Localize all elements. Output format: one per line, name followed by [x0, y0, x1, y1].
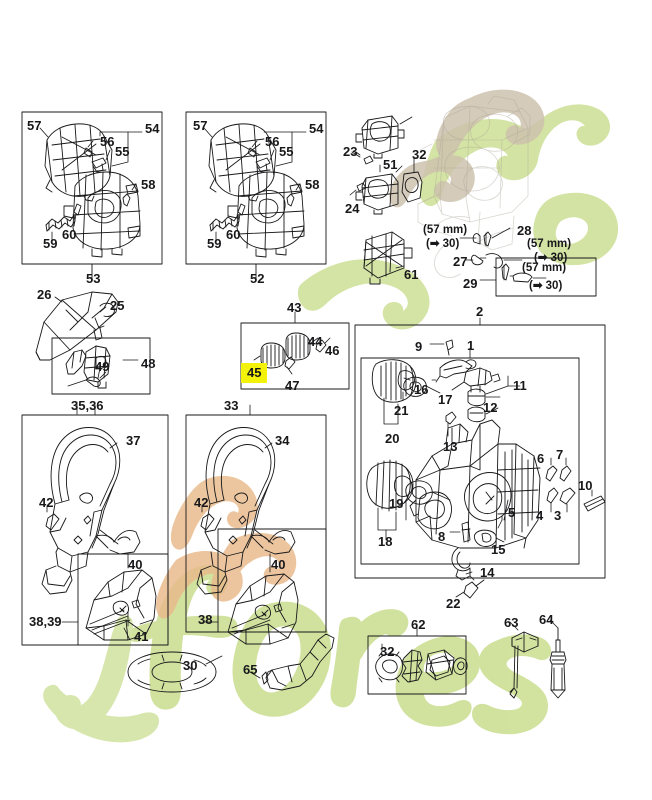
callout-20: 20 — [385, 431, 400, 446]
callout-47: 47 — [285, 378, 300, 393]
callout-1: 1 — [467, 338, 475, 353]
callout-29: 29 — [463, 276, 478, 291]
callout-59: 59 — [207, 236, 222, 251]
callout-26: 26 — [37, 287, 52, 302]
callout-61: 61 — [404, 267, 419, 282]
callout-27: 27 — [453, 254, 468, 269]
callout-48: 48 — [141, 356, 156, 371]
callout-60: 60 — [62, 227, 77, 242]
callout-60: 60 — [226, 227, 241, 242]
callout-55: 55 — [115, 144, 130, 159]
callout-19: 19 — [389, 496, 404, 511]
callout-59: 59 — [43, 236, 58, 251]
callout-21: 21 — [394, 403, 409, 418]
callout-49: 49 — [95, 359, 110, 374]
callout-58: 58 — [141, 177, 156, 192]
callout-15: 15 — [491, 542, 506, 557]
callout-56: 56 — [265, 134, 280, 149]
callout-9: 9 — [415, 339, 423, 354]
callout-40: 40 — [128, 557, 143, 572]
callout-30: (➡ 30) — [529, 280, 563, 292]
callout-33: 33 — [224, 398, 239, 413]
callout-52: 52 — [250, 271, 265, 286]
callout-55: 55 — [279, 144, 294, 159]
callout-10: 10 — [578, 478, 593, 493]
callout-45: 45 — [241, 363, 268, 383]
callout-63: 63 — [504, 615, 519, 630]
callout-43: 43 — [287, 300, 302, 315]
callout-40: 40 — [271, 557, 286, 572]
callout-65: 65 — [243, 662, 258, 677]
callout-62: 62 — [411, 617, 426, 632]
callout-46: 46 — [325, 343, 340, 358]
callout-2: 2 — [476, 304, 484, 319]
callout-37: 37 — [126, 433, 141, 448]
callout-32: 32 — [412, 147, 427, 162]
callout-3: 3 — [554, 508, 562, 523]
callout-38: 38 — [198, 612, 213, 627]
callout-41: 41 — [134, 629, 149, 644]
callout-14: 14 — [480, 565, 495, 580]
callout-23: 23 — [343, 144, 358, 159]
callout-56: 56 — [100, 134, 115, 149]
callout-7: 7 — [556, 447, 564, 462]
callout-16: 16 — [414, 382, 429, 397]
callout-54: 54 — [309, 121, 324, 136]
callout-42: 42 — [39, 495, 54, 510]
callout-57: 57 — [193, 118, 208, 133]
callout-22: 22 — [446, 596, 461, 611]
callout-54: 54 — [145, 121, 160, 136]
callout-57-mm: (57 mm) — [522, 262, 567, 274]
callout-13: 13 — [443, 439, 458, 454]
callout-5: 5 — [508, 505, 516, 520]
callout-17: 17 — [438, 392, 453, 407]
callout-35-36: 35,36 — [71, 398, 104, 413]
callout-12: 12 — [483, 400, 498, 415]
callout-11: 11 — [513, 378, 527, 393]
callout-32: 32 — [380, 644, 395, 659]
callout-24: 24 — [345, 201, 360, 216]
callout-25: 25 — [110, 298, 125, 313]
callout-58: 58 — [305, 177, 320, 192]
callout-42: 42 — [194, 495, 209, 510]
callout-57: 57 — [27, 118, 42, 133]
callout-8: 8 — [438, 529, 446, 544]
callout-28: 28 — [517, 223, 532, 238]
callout-53: 53 — [86, 271, 101, 286]
callout-4: 4 — [536, 508, 544, 523]
callout-57-mm: (57 mm) — [527, 238, 572, 250]
callout-51: 51 — [383, 157, 398, 172]
callout-34: 34 — [275, 433, 290, 448]
callout-64: 64 — [539, 612, 554, 627]
callout-57-mm: (57 mm) — [423, 224, 468, 236]
callout-6: 6 — [537, 451, 545, 466]
callout-30: 30 — [183, 658, 198, 673]
callout-38-39: 38,39 — [29, 614, 62, 629]
callout-18: 18 — [378, 534, 393, 549]
callout-30: (➡ 30) — [426, 238, 460, 250]
callout-44: 44 — [308, 334, 323, 349]
